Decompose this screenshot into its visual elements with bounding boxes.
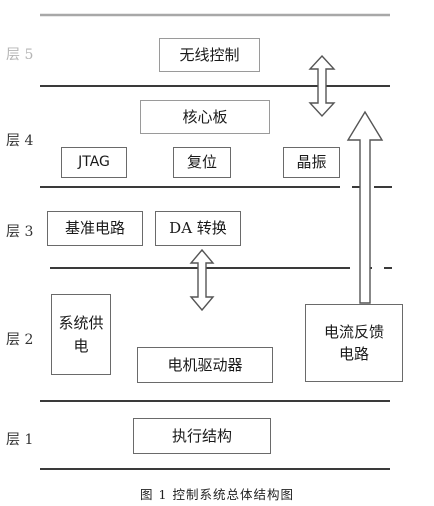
layer-label-4: 层 4 xyxy=(6,133,34,149)
wireless-control-block: 无线控制 xyxy=(159,38,260,72)
current-feedback-block: 电流反馈电路 xyxy=(305,304,403,382)
feedback-arrow-icon xyxy=(346,110,384,304)
crystal-block: 晶振 xyxy=(283,147,340,178)
layer-label-1: 层 1 xyxy=(6,432,34,448)
actuator-block: 执行结构 xyxy=(133,418,271,454)
system-power-block: 系统供电 xyxy=(51,294,111,375)
layer-label-5: 层 5 xyxy=(6,47,34,63)
figure-caption: 图 1 控制系统总体结构图 xyxy=(140,487,294,502)
layer-label-3: 层 3 xyxy=(6,224,34,240)
jtag-block: JTAG xyxy=(61,147,127,178)
reference-circuit-block: 基准电路 xyxy=(47,211,143,246)
core-board-block: 核心板 xyxy=(140,100,270,134)
bidirectional-arrow-icon xyxy=(189,248,215,312)
reset-block: 复位 xyxy=(173,147,231,178)
motor-driver-block: 电机驱动器 xyxy=(137,347,273,383)
layer-label-2: 层 2 xyxy=(6,332,34,348)
da-conversion-block: DA 转换 xyxy=(155,211,241,246)
bidirectional-arrow-icon xyxy=(308,54,336,118)
